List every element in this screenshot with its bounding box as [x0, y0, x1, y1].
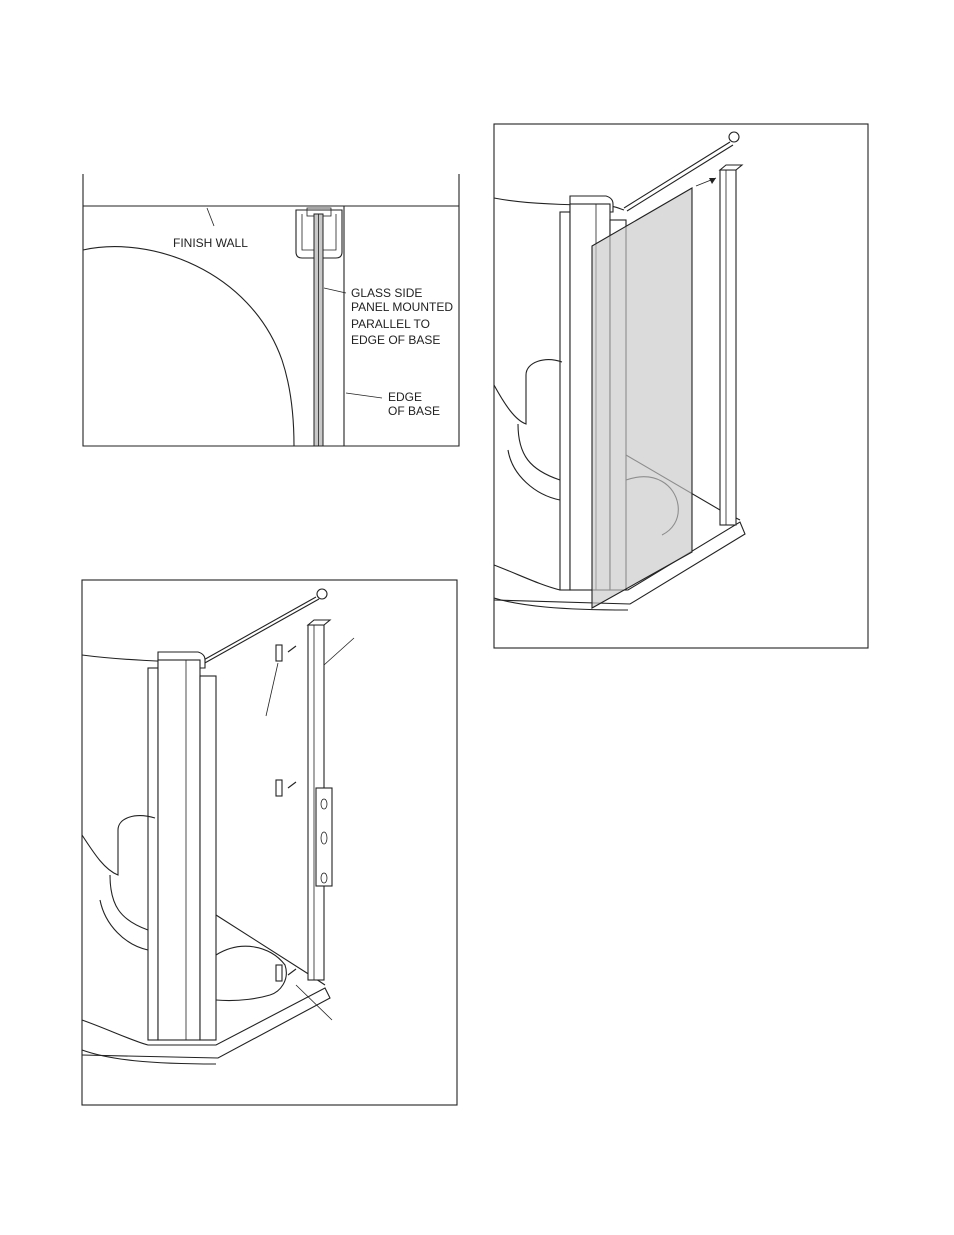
seat-outline — [81, 815, 156, 876]
glass-panel-label-2: PANEL MOUNTED — [351, 300, 453, 314]
glass-panel-label-1: GLASS SIDE — [351, 286, 422, 300]
edge-of-base-label-1: EDGE — [388, 390, 422, 404]
finish-wall-label: FINISH WALL — [173, 236, 248, 250]
wall-jamb-2 — [719, 169, 737, 526]
rod-end-cap-2 — [728, 131, 740, 143]
rod-end-cap — [316, 588, 328, 600]
panel-insertion-figure — [493, 123, 869, 649]
wall-anchor-middle — [275, 779, 283, 797]
corner-post-left-2 — [559, 211, 571, 591]
screw-bottom — [287, 968, 297, 976]
glass-panel-label-3: PARALLEL TO — [351, 317, 430, 331]
header-rod-2 — [623, 141, 731, 209]
wall-jamb — [295, 209, 343, 259]
header-rod — [199, 596, 317, 663]
base-drain-curve — [215, 945, 287, 996]
corner-post-left — [147, 667, 159, 1041]
edge-of-base-label-2: OF BASE — [388, 404, 440, 418]
jamb-leader — [323, 637, 355, 666]
top-view-figure: FINISH WALL GLASS SIDE PANEL MOUNTED PAR… — [82, 174, 460, 447]
screw-leader — [295, 984, 333, 1021]
screw-middle — [287, 781, 297, 789]
glass-panel-label-4: EDGE OF BASE — [351, 333, 440, 347]
wall-anchor-bottom — [275, 964, 283, 982]
screw-top — [287, 645, 297, 653]
jamb-mounting-figure — [81, 579, 458, 1106]
glass-side-panel-2 — [591, 187, 693, 609]
wall-anchor-top — [275, 644, 283, 662]
anchor-leader — [265, 662, 279, 717]
base-curve — [82, 246, 295, 447]
base-edge — [81, 987, 331, 1059]
top-view-frame — [82, 174, 460, 447]
corner-post-main — [157, 659, 201, 1041]
level-tool — [315, 787, 333, 887]
finish-wall-leader — [206, 207, 215, 227]
edge-of-base-leader — [345, 392, 383, 399]
jamb-figure-frame — [81, 579, 458, 1106]
corner-post-right — [199, 675, 217, 1041]
glass-panel-leader — [323, 287, 347, 294]
